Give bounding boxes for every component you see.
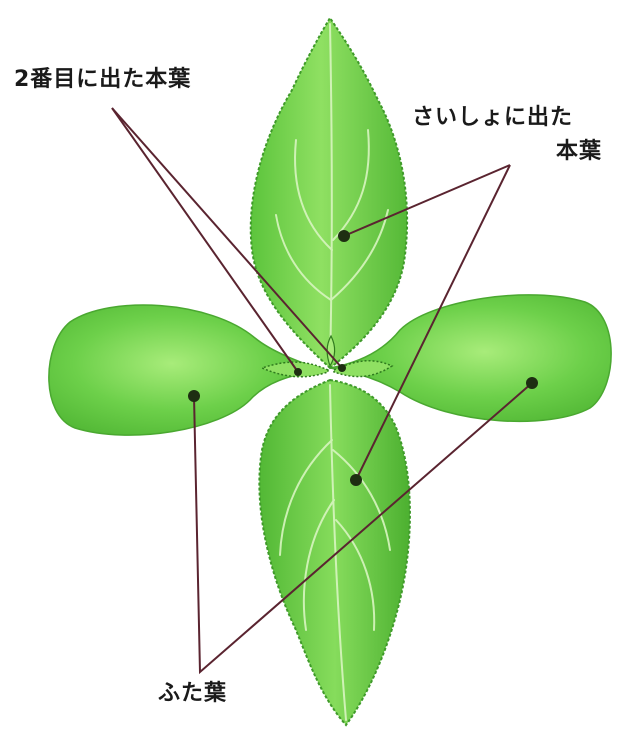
- label-cotyledons: ふた葉: [158, 680, 227, 708]
- label-first-true-leaves-line1: さいしょに出た: [412, 104, 573, 132]
- first-true-leaf-top: [251, 18, 407, 368]
- label-second-true-leaves: 2番目に出た本葉: [14, 66, 191, 94]
- label-first-true-leaves-line2: 本葉: [556, 138, 602, 166]
